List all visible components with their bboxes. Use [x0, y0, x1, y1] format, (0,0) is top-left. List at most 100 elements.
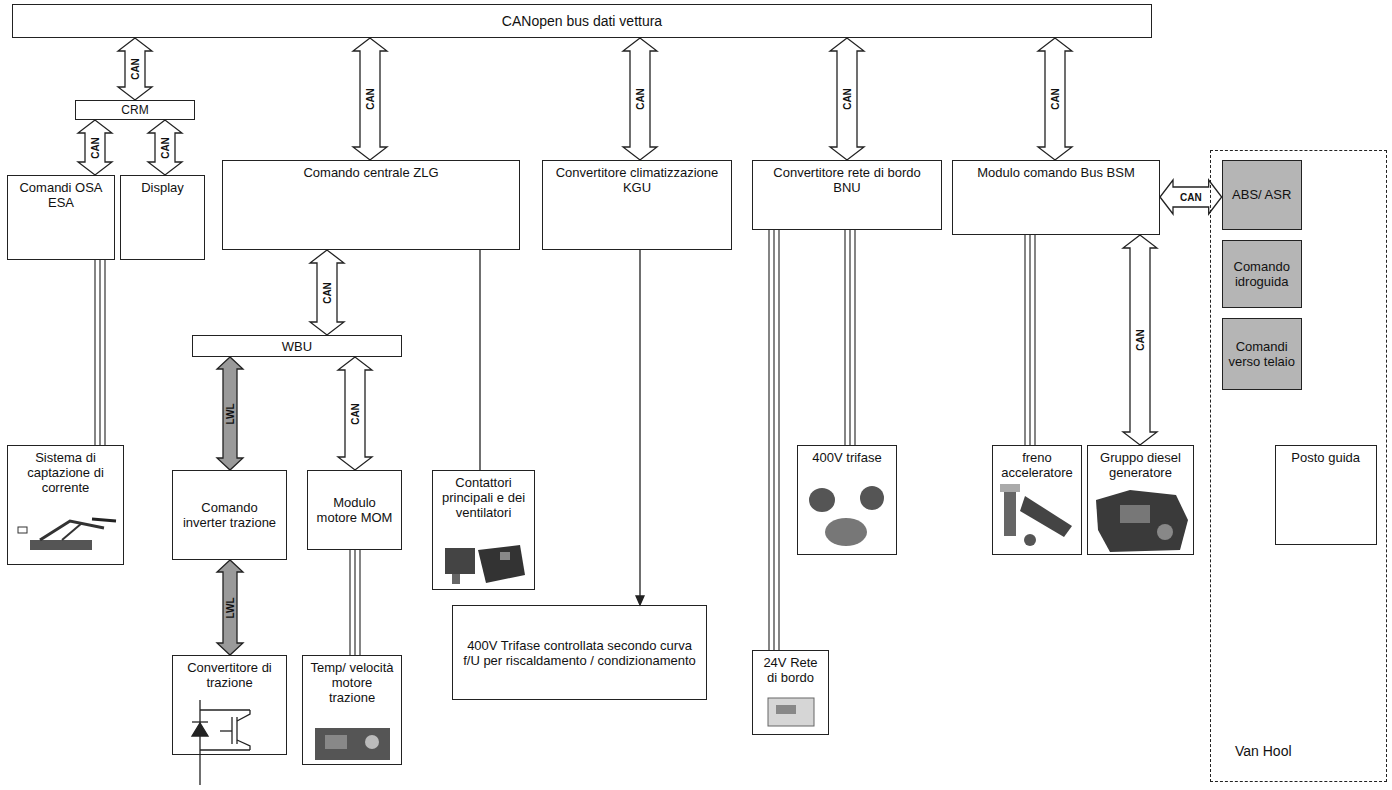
- router-box: CRM: [75, 100, 195, 120]
- output-box: 24V Rete di bordo: [752, 650, 829, 735]
- box-label: Comando centrale ZLG: [303, 165, 438, 180]
- can-arrow: [118, 38, 152, 100]
- box-label: Comandi OSA ESA: [13, 180, 109, 210]
- module-box: Comando centrale ZLG: [222, 160, 520, 250]
- can-arrow: [310, 250, 344, 335]
- box-label: Posto guida: [1291, 450, 1360, 465]
- box-label: Display: [141, 180, 184, 195]
- driver-box: Posto guida: [1275, 445, 1377, 545]
- power-lines: [350, 550, 360, 655]
- component-photo: [825, 518, 867, 546]
- can-arrow: [148, 120, 182, 175]
- bus-label: CAN: [365, 88, 376, 110]
- box-label: Comando idroguida: [1228, 259, 1296, 289]
- three-phase-picture: [809, 486, 884, 546]
- device-box: Gruppo diesel generatore: [1087, 445, 1194, 555]
- pantograph-arm: [40, 521, 104, 540]
- pedal-shape: [1000, 484, 1020, 492]
- collector-lead: [237, 710, 250, 721]
- emitter-lead: [237, 740, 250, 750]
- generator-picture: [1096, 490, 1188, 552]
- board-net-picture: [768, 698, 814, 726]
- can-arrow: [1038, 38, 1072, 160]
- bus-label: LWL: [225, 403, 236, 424]
- bus-label: CAN: [160, 137, 171, 159]
- contactor-picture: [445, 545, 525, 584]
- chassis-box: Comandi verso telaio: [1222, 318, 1302, 390]
- box-label: Van Hool: [1235, 744, 1292, 759]
- module-box: Convertitore climatizzazione KGU: [542, 160, 732, 250]
- generator-shape: [1157, 524, 1173, 540]
- igbt-symbol: [192, 700, 250, 785]
- module-box: Comandi OSA ESA: [7, 175, 115, 260]
- power-lines: [845, 230, 855, 445]
- contactor-terminal: [452, 574, 460, 584]
- sensor-photo: [325, 735, 347, 749]
- bus-label: CAN: [322, 282, 333, 304]
- bus-label: CAN: [1180, 192, 1202, 203]
- box-label: Temp/ velocità motore trazione: [308, 660, 396, 705]
- box-label: Comando inverter trazione: [178, 500, 281, 530]
- can-arrow: [338, 357, 372, 470]
- pedal-picture: [1000, 484, 1072, 546]
- sensor-picture: [315, 728, 390, 760]
- module-box: Convertitore rete di bordo BNU: [752, 160, 942, 230]
- fiber-arrow: [217, 357, 243, 470]
- component-photo: [809, 488, 835, 512]
- component-photo: [860, 486, 884, 510]
- diode-symbol: [192, 723, 208, 736]
- lead-wire: [200, 749, 250, 750]
- module-box: Comando inverter trazione: [172, 470, 287, 560]
- power-lines: [1025, 235, 1035, 445]
- box-label: Gruppo diesel generatore: [1093, 450, 1188, 480]
- module-box: Modulo comando Bus BSM: [952, 160, 1160, 235]
- control-arrow: [636, 250, 644, 605]
- box-label: 400V Trifase controllata secondo curva f…: [458, 638, 701, 668]
- box-label: Sistema di captazione di corrente: [13, 450, 118, 495]
- lead-wire: [199, 700, 200, 785]
- power-lines: [95, 260, 105, 445]
- sensor-photo: [315, 728, 390, 760]
- pantograph-base: [30, 540, 92, 550]
- chassis-box: ABS/ ASR: [1222, 160, 1302, 230]
- can-arrow: [1160, 180, 1222, 214]
- fiber-arrow: [217, 560, 243, 655]
- component-photo: [776, 705, 796, 714]
- diode-symbol: [192, 721, 208, 722]
- signal-line: [479, 250, 480, 470]
- box-label: WBU: [282, 339, 312, 354]
- box-label: Modulo motore MOM: [313, 495, 396, 525]
- box-label: Convertitore rete di bordo BNU: [758, 165, 936, 195]
- sensor-photo: [365, 735, 379, 749]
- output-box: 400V Trifase controllata secondo curva f…: [452, 605, 707, 700]
- generator-shape: [1120, 505, 1150, 523]
- pedal-shape: [1024, 534, 1036, 546]
- device-box: Convertitore di trazione: [172, 655, 287, 755]
- device-box: Temp/ velocità motore trazione: [302, 655, 402, 765]
- device-box: Contattori principali e dei ventilatori: [432, 470, 535, 590]
- pantograph-picture: [18, 519, 116, 550]
- bus-label: CAN: [350, 403, 361, 425]
- module-box: Modulo motore MOM: [307, 470, 402, 550]
- can-arrow: [353, 38, 387, 160]
- contactor-body: [445, 548, 475, 574]
- box-label: CRM: [121, 103, 148, 118]
- component-photo: [768, 698, 814, 726]
- can-arrow: [623, 38, 657, 160]
- contactor-body: [478, 545, 525, 583]
- pantograph-detail: [18, 527, 27, 533]
- pedal-shape: [1020, 496, 1072, 537]
- gate-lead: [220, 730, 232, 731]
- box-label: CANopen bus dati vettura: [502, 14, 662, 29]
- collector-bar: [92, 519, 116, 521]
- contactor-terminal: [500, 552, 510, 560]
- box-label: ABS/ ASR: [1232, 187, 1291, 202]
- can-arrow: [78, 120, 112, 175]
- power-lines: [769, 230, 779, 650]
- chassis-box: Comando idroguida: [1222, 240, 1302, 308]
- bus-label: CAN: [130, 58, 141, 80]
- bus-label: CAN: [635, 88, 646, 110]
- pantograph-arm: [62, 523, 82, 540]
- box-label: 24V Rete di bordo: [758, 655, 823, 685]
